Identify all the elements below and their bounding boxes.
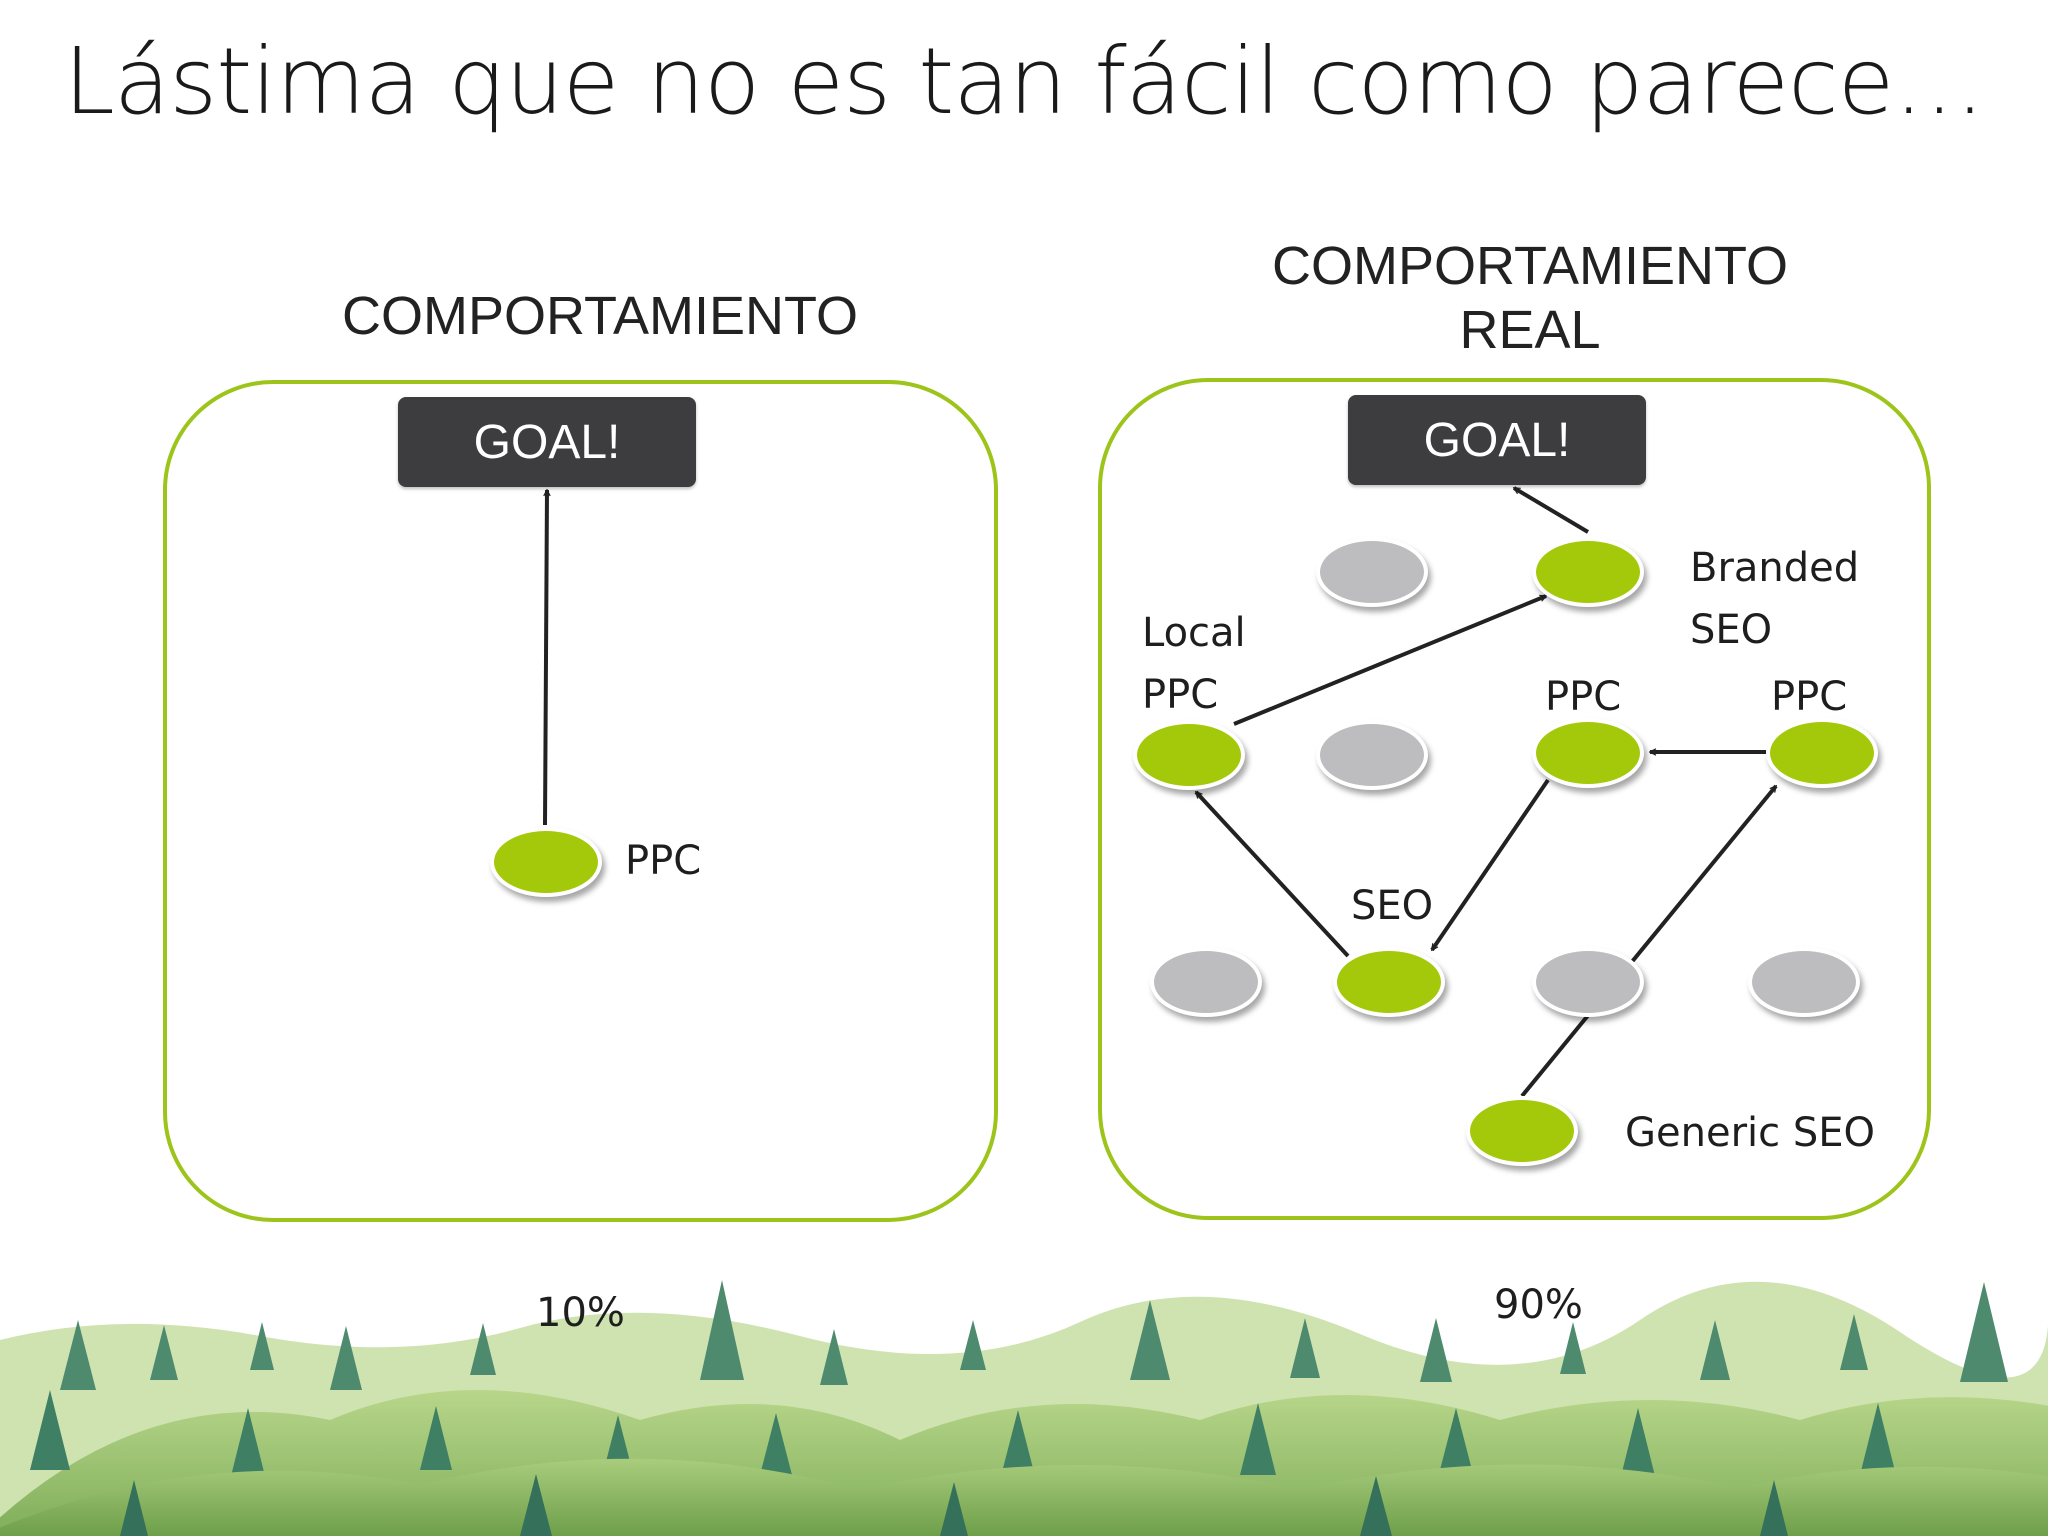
left-goal-label: GOAL! bbox=[473, 415, 621, 469]
right-heading: COMPORTAMIENTO REAL bbox=[1190, 234, 1870, 362]
node-grey-1 bbox=[1316, 537, 1428, 607]
node-grey-5 bbox=[1748, 947, 1860, 1017]
right-percentage: 90% bbox=[1494, 1282, 1583, 1328]
arrow-seo-to-local-ppc bbox=[1194, 790, 1350, 958]
left-heading-text: COMPORTAMIENTO bbox=[341, 286, 859, 346]
right-goal-label: GOAL! bbox=[1423, 413, 1571, 467]
node-ppc-left bbox=[490, 827, 602, 897]
forest-landscape-illustration bbox=[0, 1280, 2048, 1536]
label-seo: SEO bbox=[1351, 883, 1434, 929]
label-branded-seo-line1: Branded bbox=[1690, 545, 1860, 591]
arrow-branded-seo-to-goal bbox=[1514, 486, 1590, 534]
arrow-local-ppc-to-branded-seo bbox=[1233, 594, 1546, 726]
label-generic-seo: Generic SEO bbox=[1625, 1110, 1875, 1156]
label-ppc-left: PPC bbox=[625, 838, 702, 884]
right-heading-line2: REAL bbox=[1459, 300, 1601, 360]
arrow-generic-seo-to-ppc-right bbox=[1520, 786, 1778, 1098]
label-local-ppc-line1: Local bbox=[1142, 610, 1246, 656]
node-ppc-right bbox=[1766, 718, 1878, 788]
left-percentage: 10% bbox=[536, 1290, 625, 1336]
label-local-ppc: Local PPC bbox=[1142, 602, 1246, 726]
label-branded-seo: Branded SEO bbox=[1690, 537, 1859, 661]
node-branded-seo bbox=[1532, 537, 1644, 607]
label-local-ppc-line2: PPC bbox=[1142, 672, 1219, 718]
arrow-ppc-mid-to-seo bbox=[1430, 778, 1550, 950]
node-grey-2 bbox=[1316, 720, 1428, 790]
slide-title: Lástima que no es tan fácil como parece… bbox=[63, 28, 1986, 135]
node-grey-3 bbox=[1150, 947, 1262, 1017]
label-ppc-mid: PPC bbox=[1545, 674, 1622, 720]
node-generic-seo bbox=[1466, 1096, 1578, 1166]
node-ppc-mid bbox=[1532, 718, 1644, 788]
right-heading-line1: COMPORTAMIENTO bbox=[1271, 236, 1789, 296]
arrow-ppc-to-goal bbox=[543, 490, 547, 826]
label-ppc-right: PPC bbox=[1771, 674, 1848, 720]
node-local-ppc bbox=[1133, 720, 1245, 790]
right-goal-box: GOAL! bbox=[1348, 395, 1646, 485]
left-panel bbox=[163, 380, 998, 1222]
label-branded-seo-line2: SEO bbox=[1690, 607, 1773, 653]
node-seo bbox=[1333, 947, 1445, 1017]
left-heading: COMPORTAMIENTO bbox=[260, 284, 940, 348]
node-grey-4 bbox=[1532, 947, 1644, 1017]
right-panel bbox=[1098, 378, 1931, 1220]
left-goal-box: GOAL! bbox=[398, 397, 696, 487]
